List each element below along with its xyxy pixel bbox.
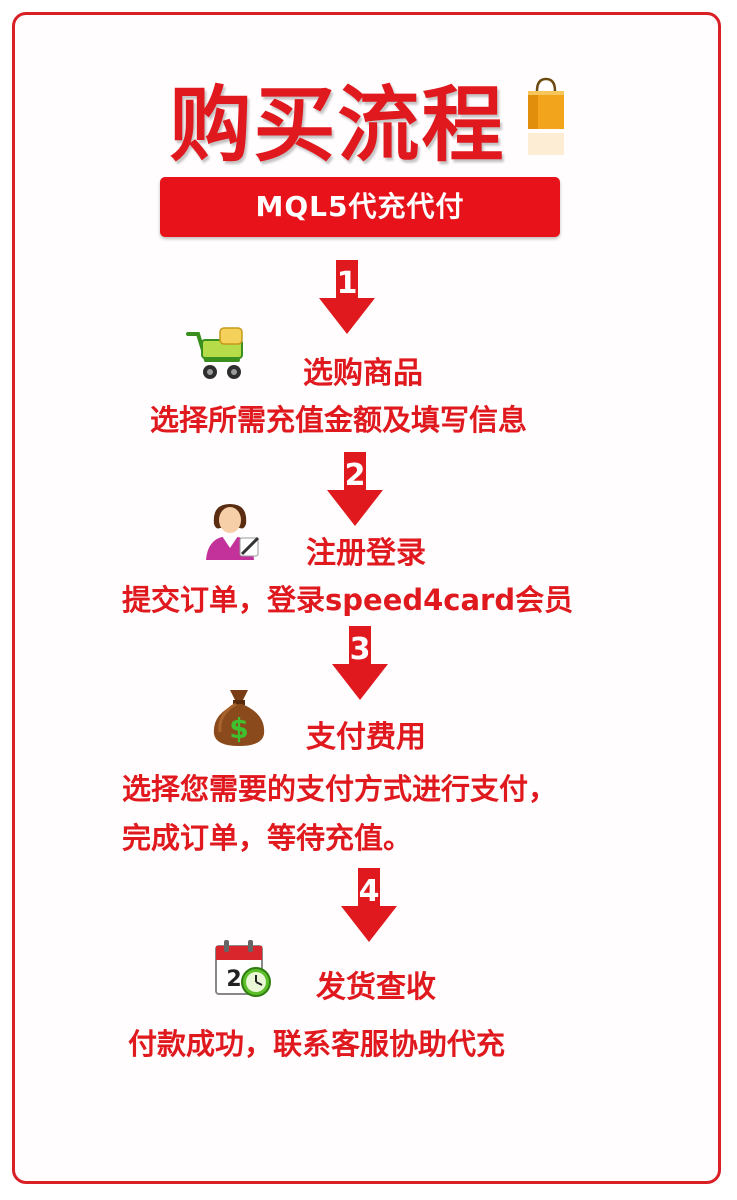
calendar-clock-icon: 2	[212, 938, 276, 1002]
step-2-description-line-1: 提交订单，登录speed4card会员	[122, 583, 574, 617]
step-4-title: 发货查收	[316, 970, 436, 1005]
step-3-title: 支付费用	[306, 720, 426, 755]
page-title-text: 购买流程	[169, 78, 506, 173]
step-2-title: 注册登录	[306, 536, 426, 571]
svg-text:2: 2	[226, 967, 241, 992]
step-1-description-line-1: 选择所需充值金额及填写信息	[150, 403, 528, 437]
step-1-title: 选购商品	[303, 356, 423, 391]
step-3-number: 3	[349, 632, 371, 667]
step-1-arrow: 1	[319, 260, 375, 334]
service-banner: MQL5代充代付	[160, 177, 560, 237]
step-4-arrow: 4	[341, 868, 397, 942]
svg-text:$: $	[229, 712, 248, 745]
shopping-cart-icon	[186, 326, 250, 390]
step-3-description-line-2: 完成订单，等待充值。	[122, 821, 413, 855]
step-3-arrow: 3	[332, 626, 388, 700]
user-register-icon	[200, 498, 264, 562]
money-bag-icon: $	[208, 686, 272, 750]
step-1-number: 1	[336, 266, 358, 301]
page-title: 购买流程	[0, 58, 737, 173]
step-4-description-line-1: 付款成功，联系客服协助代充	[128, 1027, 506, 1061]
step-2-number: 2	[344, 458, 366, 493]
step-4-number: 4	[358, 874, 380, 909]
step-3-description-line-1: 选择您需要的支付方式进行支付，	[122, 772, 558, 806]
step-2-arrow: 2	[327, 452, 383, 526]
shopping-bag-icon	[524, 77, 568, 159]
